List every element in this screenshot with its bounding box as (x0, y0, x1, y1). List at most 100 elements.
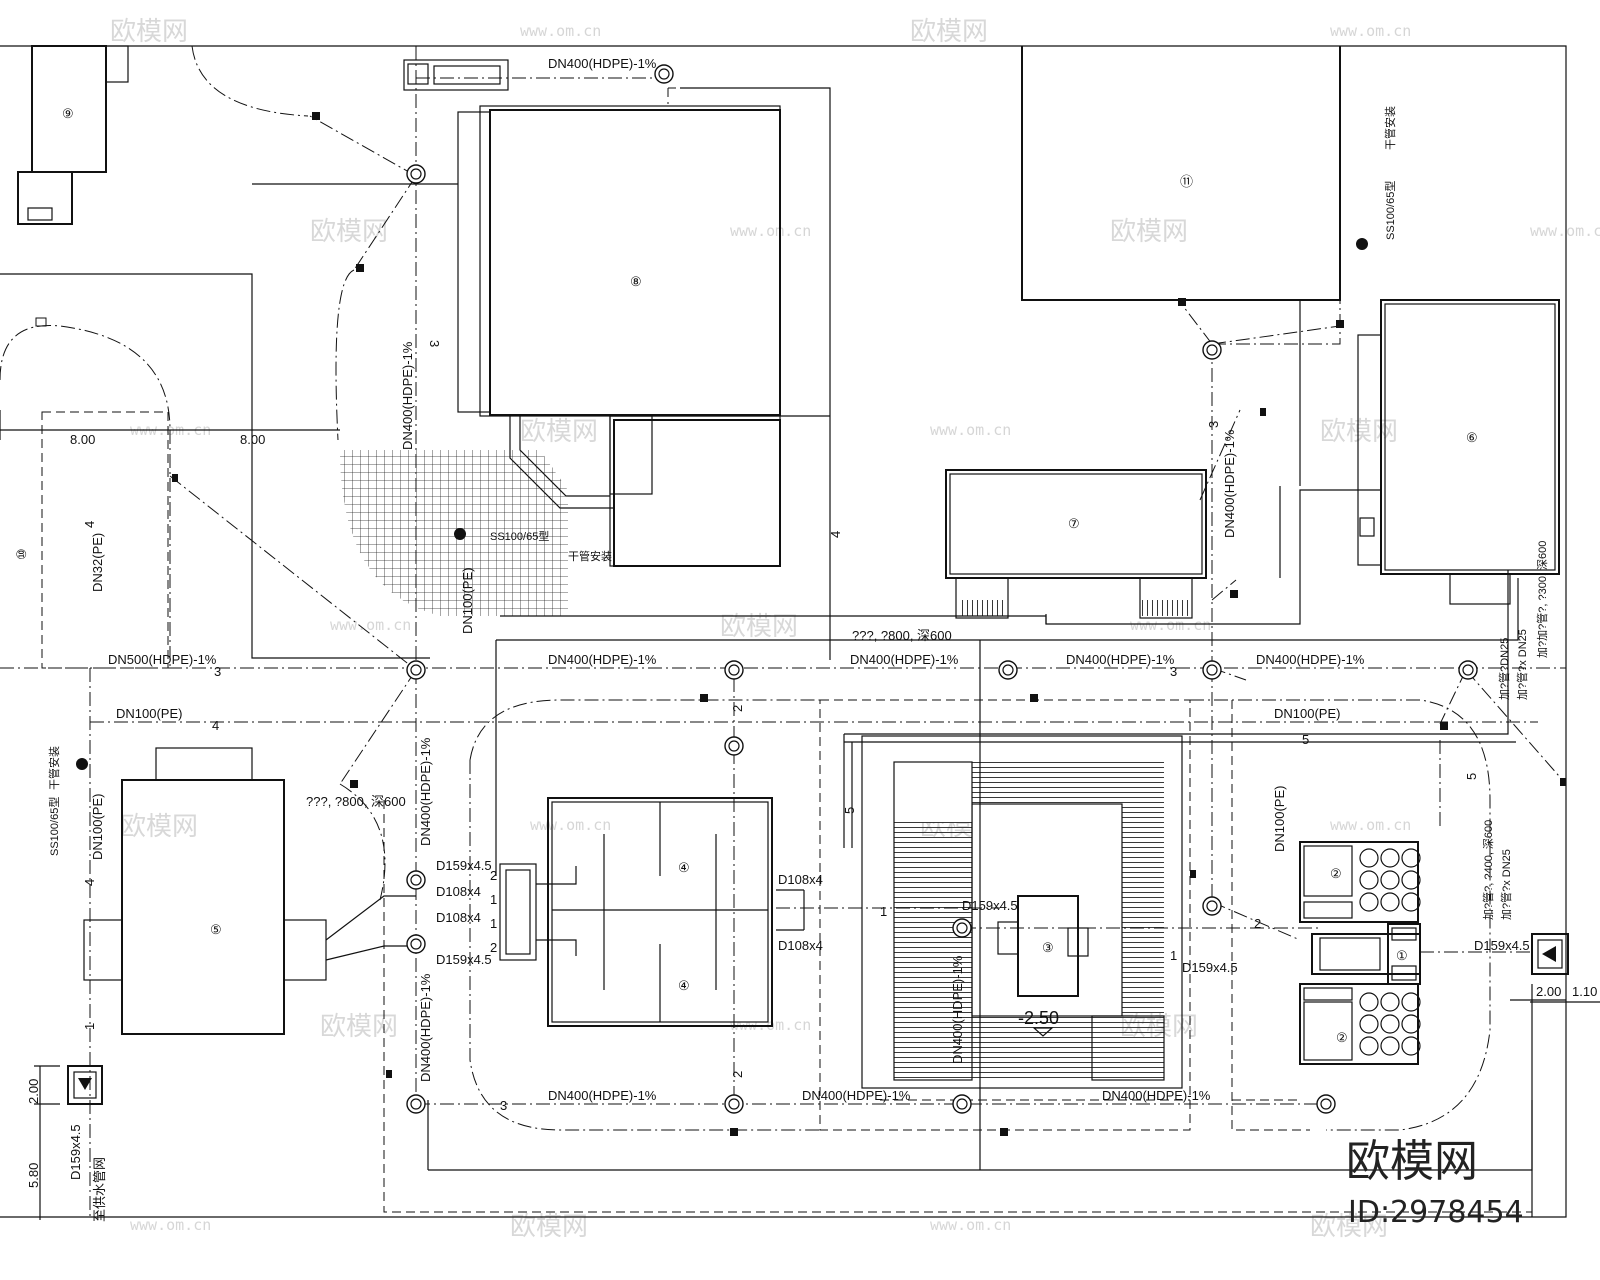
watermark-site: www.om.cn (1130, 616, 1211, 634)
hydrant-icon (454, 528, 466, 540)
pipe-label: DN400(HDPE)-1% (850, 652, 959, 667)
building-1 (1387, 923, 1421, 985)
note-label: 加?管?, ?400, 深600 (1481, 820, 1495, 920)
hydrant-note: 干管安装 (1383, 106, 1397, 150)
segment-number: 1 (880, 904, 887, 919)
note-label: ???, ?800, 深600 (852, 628, 952, 643)
building-1-label: ① (1396, 948, 1408, 963)
pipe-label: DN400(HDPE)-1% (418, 973, 433, 1082)
watermark-site: www.om.cn (330, 616, 411, 634)
building-labels: ⑨ ⑧ ⑪ ⑥ ⑦ ⑤ ④ ④ ③ ② ② ① ⑩ (14, 106, 1478, 1045)
building-9-label: ⑨ (62, 106, 74, 121)
brand-corner: 欧模网 ID:2978454 (1346, 1136, 1524, 1230)
pipe-label: DN400(HDPE)-1% (418, 737, 433, 846)
segment-number: 3 (1170, 664, 1177, 679)
dimension-label: 5.80 (26, 1163, 41, 1188)
connection-4 (536, 866, 577, 956)
building-7 (945, 469, 1207, 579)
watermark-site: www.om.cn (130, 1216, 211, 1234)
segment-number: 4 (82, 879, 97, 886)
pipe-label: DN500(HDPE)-1% (108, 652, 217, 667)
fitting-label: D108x4 (778, 938, 823, 953)
segment-number: 3 (427, 340, 442, 347)
pipe-label: DN400(HDPE)-1% (548, 1088, 657, 1103)
dimension-label: 2.00 (1536, 984, 1561, 999)
building-6-label: ⑥ (1466, 430, 1478, 445)
watermark-site: www.om.cn (930, 1216, 1011, 1234)
fitting-label: D159x4.5 (1474, 938, 1530, 953)
note-label: 加?管?DN25 (1497, 638, 1511, 700)
building-2-top (1299, 841, 1419, 923)
segment-number: 1 (82, 1023, 97, 1030)
watermark-brand: 欧模网 (520, 417, 598, 447)
hydrant-label: SS100/65型 (490, 529, 549, 543)
segment-number: 2 (490, 940, 497, 955)
pipe-labels: DN400(HDPE)-1% DN500(HDPE)-1% DN400(HDPE… (108, 56, 1365, 1103)
watermark-brand: 欧模网 (1110, 217, 1188, 247)
pipe-label: DN100(PE) (1274, 706, 1340, 721)
paving-hatch (340, 450, 568, 616)
watermark-brand: 欧模网 (720, 612, 798, 642)
buildings (17, 45, 1560, 1089)
connection-5 (325, 895, 416, 961)
elevation-label: -2.50 (1018, 1008, 1059, 1028)
building-2a-label: ② (1330, 866, 1342, 881)
hydrant-label: SS100/65型 (1383, 181, 1397, 240)
fitting-label: D159x4.5 (436, 952, 492, 967)
fitting-labels: D159x4.5 D108x4 D108x4 D159x4.5 D108x4 D… (436, 858, 1530, 1028)
watermark-brand: 欧模网 (1320, 417, 1398, 447)
note-label: ???, ?800, 深600 (306, 794, 406, 809)
pipe-label: DN400(HDPE)-1% (400, 341, 415, 450)
segment-number: 2 (490, 868, 497, 883)
pipe-label: DN100(PE) (1272, 786, 1287, 852)
vertical-labels: DN400(HDPE)-1% DN400(HDPE)-1% DN32(PE) D… (47, 106, 1549, 1222)
drawing-frame (0, 45, 1567, 1218)
segment-number: 2 (730, 705, 745, 712)
pool-area (861, 735, 1183, 1089)
building-4b-label: ④ (678, 978, 690, 993)
segment-number: 5 (1302, 732, 1309, 747)
pipe-label: DN400(HDPE)-1% (802, 1088, 911, 1103)
fitting-label: D159x4.5 (962, 898, 1018, 913)
segment-number: 4 (82, 521, 97, 528)
segment-number: 1 (490, 916, 497, 931)
fitting-label: D108x4 (778, 872, 823, 887)
segment-number: 1 (490, 892, 497, 907)
watermark-site: www.om.cn (930, 421, 1011, 439)
building-2-bottom (1299, 983, 1419, 1065)
fitting-label: D108x4 (436, 910, 481, 925)
watermark-site: www.om.cn (530, 816, 611, 834)
hydrant-note: 干管安装 (568, 549, 612, 563)
roads (0, 87, 1566, 1217)
segment-number: 4 (212, 718, 219, 733)
watermark-site: www.om.cn (520, 22, 601, 40)
segment-number: 2 (730, 1071, 745, 1078)
watermark-brand: 欧模网 (120, 812, 198, 842)
dimensions: 8.00 8.00 2.00 5.80 2.00 1.10 (26, 432, 1600, 1220)
pipe-label: DN400(HDPE)-1% (1222, 429, 1237, 538)
treatment-tanks (1359, 848, 1421, 1056)
segment-numbers: 3 3 4 5 3 2 1 1 2 1 1 2 2 2 3 3 4 4 4 5 … (82, 340, 1479, 1113)
watermark-site: www.om.cn (730, 222, 811, 240)
fitting-label: D108x4 (436, 884, 481, 899)
fitting-label: D159x4.5 (68, 1124, 83, 1180)
segment-number: 2 (1254, 916, 1261, 931)
meter-right (1531, 933, 1569, 975)
watermark-brand: 欧模网 (310, 217, 388, 247)
connection-4b (776, 889, 805, 931)
drainage-pipes (0, 45, 1567, 1217)
water-meters (67, 933, 1569, 1105)
segment-number: 4 (828, 531, 843, 538)
watermark-brand: 欧模网 (110, 17, 188, 47)
dimension-label: 2.00 (26, 1079, 41, 1104)
hydrant-note: 干管安装 (47, 746, 61, 790)
watermark-brand: 欧模网 (910, 17, 988, 47)
segment-number: 3 (1206, 421, 1221, 428)
pipe-label: DN32(PE) (90, 533, 105, 592)
dimension-label: 8.00 (240, 432, 265, 447)
building-3-label: ③ (1042, 940, 1054, 955)
building-8-label: ⑧ (630, 274, 642, 289)
segment-number: 3 (500, 1098, 507, 1113)
building-2b-label: ② (1336, 1030, 1348, 1045)
